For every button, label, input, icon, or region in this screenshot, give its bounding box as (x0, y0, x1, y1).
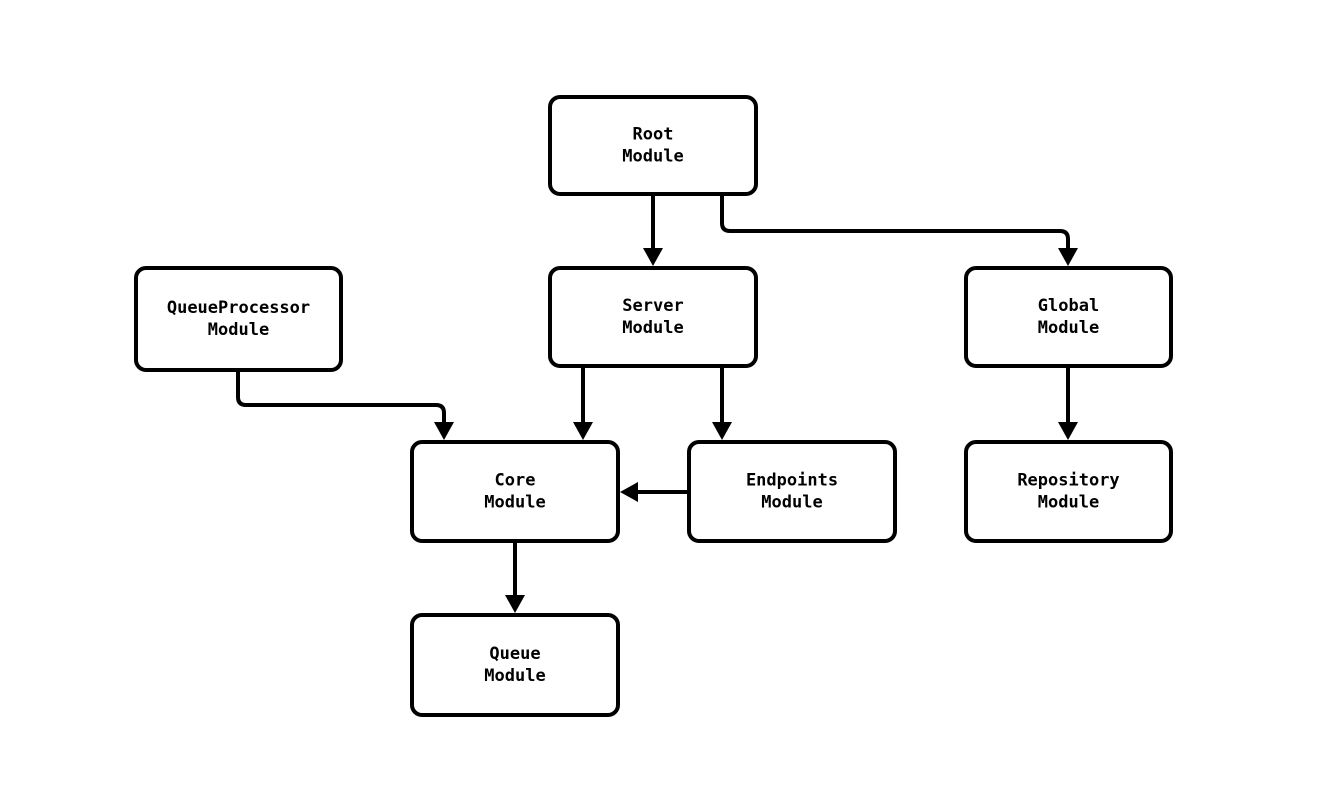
node-box-core[interactable] (410, 440, 620, 543)
node-box-root[interactable] (548, 95, 758, 196)
edge-core-to-queue (505, 543, 525, 613)
arrow-head-icon (505, 595, 525, 613)
arrow-head-icon (620, 482, 638, 502)
node-label-endpoints-line-0: Endpoints (746, 471, 838, 491)
node-label-server-line-1: Module (622, 318, 683, 338)
node-label-global-line-0: Global (1038, 296, 1099, 316)
edge-endpoints-to-core (620, 482, 687, 502)
node-label-server-line-0: Server (622, 296, 683, 316)
edge-queueprocessor-to-core (236, 372, 454, 440)
arrow-head-icon (712, 422, 732, 440)
node-box-queueprocessor[interactable] (134, 266, 343, 372)
node-label-global-line-1: Module (1038, 318, 1099, 338)
node-label-queueprocessor-line-0: QueueProcessor (167, 298, 310, 318)
node-label-endpoints-line-1: Module (761, 493, 822, 513)
node-label-core-line-0: Core (495, 471, 536, 491)
edge-server-to-core (573, 368, 593, 440)
edge-root-to-server (643, 196, 663, 266)
node-box-global[interactable] (964, 266, 1173, 368)
nodes-layer: RootModuleQueueProcessorModuleServerModu… (134, 95, 1173, 717)
edge-server-to-endpoints (712, 368, 732, 440)
node-label-queue-line-0: Queue (489, 644, 540, 664)
node-label-root-line-1: Module (622, 147, 683, 167)
arrow-head-icon (1058, 248, 1078, 266)
node-box-server[interactable] (548, 266, 758, 368)
node-label-queue-line-1: Module (484, 666, 545, 686)
edges-layer (236, 196, 1078, 613)
node-label-core-line-1: Module (484, 493, 545, 513)
node-label-repository-line-1: Module (1038, 493, 1099, 513)
node-label-queueprocessor-line-1: Module (208, 320, 269, 340)
edge-root-to-global (720, 196, 1078, 266)
arrow-head-icon (434, 422, 454, 440)
arrow-head-icon (1058, 422, 1078, 440)
node-label-root-line-0: Root (633, 125, 674, 145)
node-box-endpoints[interactable] (687, 440, 897, 543)
node-box-repository[interactable] (964, 440, 1173, 543)
arrow-head-icon (643, 248, 663, 266)
node-box-queue[interactable] (410, 613, 620, 717)
edge-global-to-repository (1058, 368, 1078, 440)
edge-line (236, 372, 446, 422)
edge-line (720, 196, 1070, 248)
node-label-repository-line-0: Repository (1017, 471, 1119, 491)
arrow-head-icon (573, 422, 593, 440)
